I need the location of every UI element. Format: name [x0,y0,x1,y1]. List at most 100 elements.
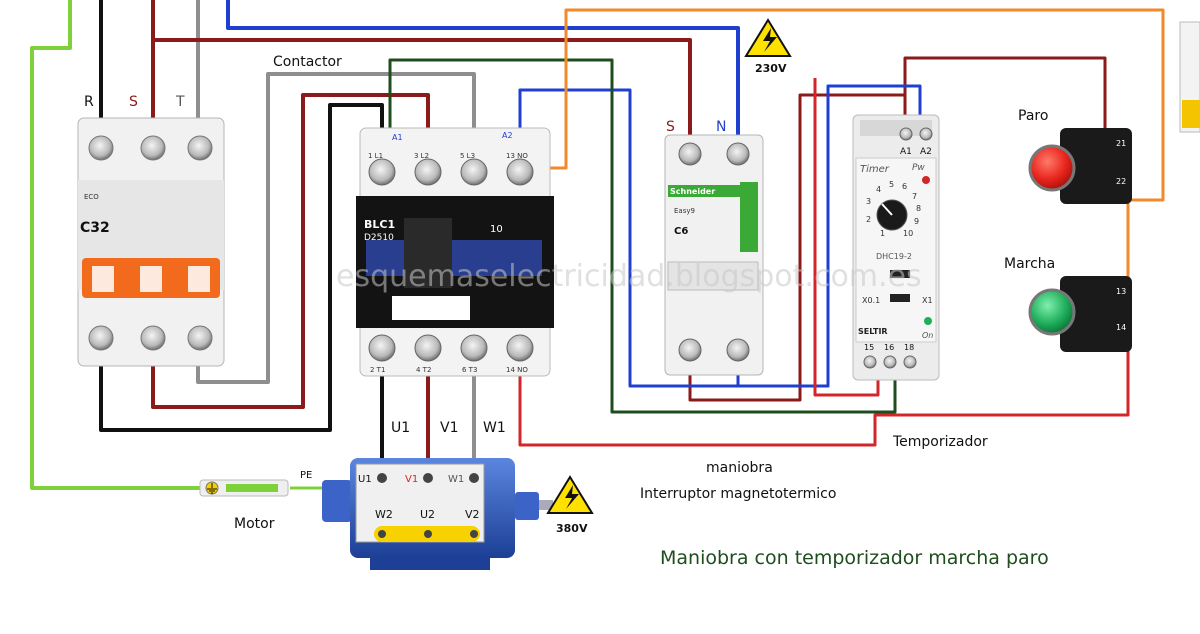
contactor-bottom-2: 4 T2 [416,366,431,374]
coil-a2-label: A2 [502,131,513,140]
breaker-3p-top-screws [88,135,213,161]
wire-n-feed [226,0,740,135]
breaker-2p-rating: C6 [674,226,688,237]
stop-term-21: 21 [1116,139,1126,148]
timer-dial-2: 2 [866,215,871,224]
contactor-bottom-screws [368,334,534,362]
wire-n-out [518,88,740,388]
contactor-model-1: BLC1 [364,218,395,231]
label-r: R [84,94,94,110]
timer-dial-10: 10 [903,229,913,238]
stop-label: Paro [1018,108,1048,124]
timer-range-switch[interactable] [890,294,910,302]
timer-dial-3: 3 [866,197,871,206]
motor-term-w2: W2 [375,508,393,521]
breaker-2p-brand: Schneider [670,187,715,196]
timer-dial-4: 4 [876,185,881,194]
contactor: BLC1 D2510 10 A1 A2 1 L1 3 L2 5 L3 13 NO… [356,127,554,377]
motor: U1 V1 W1 W2 U2 V2 [322,458,553,570]
wire-n-timer [738,84,922,388]
timer-x01: X0.1 [862,296,880,305]
label-interruptor: Interruptor magnetotermico [640,486,836,502]
breaker-3p-bottom-screws [88,325,213,351]
start-term-14: 14 [1116,323,1126,332]
timer-power-led [922,176,930,184]
breaker-3p-brand: ECO [84,193,99,201]
ground-bar [199,479,289,497]
timer-term-16: 16 [884,343,894,352]
corner-sign [1179,21,1200,133]
wire-14-no [518,325,1130,447]
breaker-3p: ECO C32 [77,117,225,367]
wire-r-out [99,103,384,432]
label-breaker-s: S [666,119,675,135]
pe-label: PE [300,470,312,481]
contactor-top-screws [368,158,534,186]
ground-icon [207,483,217,494]
timer-dial-8: 8 [916,204,921,213]
label-temporizador: Temporizador [892,434,988,450]
wire-s-to-stop [688,93,907,402]
timer: A1 A2 Timer Pw 1 2 3 4 5 6 7 8 9 10 DHC1… [852,114,940,381]
breaker-3p-rating: C32 [80,220,110,236]
contactor-bottom-1: 2 T1 [370,366,385,374]
coil-a1-label: A1 [392,133,403,142]
wire-t-out [196,72,476,384]
label-s: S [129,94,138,110]
lightning-icon [763,28,777,52]
start-term-13: 13 [1116,287,1126,296]
stop-button[interactable]: 21 22 [1028,128,1132,204]
motor-term-u1: U1 [358,474,372,485]
motor-label: Motor [234,516,275,532]
label-breaker-n: N [716,119,726,135]
timer-dial-1: 1 [880,229,885,238]
breaker-2p-series: Easy9 [674,207,695,215]
wire-pe [30,0,200,490]
caption: Maniobra con temporizador marcha paro [660,547,1049,569]
contactor-model-2: D2510 [364,233,394,243]
timer-term-18: 18 [904,343,914,352]
lightning-icon [565,485,579,509]
wire-stop-up [903,56,1107,135]
label-t: T [175,94,185,110]
lead-w1: W1 [483,420,506,436]
warning-380v: 380V [546,475,594,535]
timer-on: On [922,331,933,340]
motor-term-v2: V2 [465,508,480,521]
wire-s-out [151,93,430,409]
label-maniobra: maniobra [706,460,773,476]
wire-orange [520,8,1165,202]
motor-term-u2: U2 [420,508,435,521]
contactor-bottom-3: 6 T3 [462,366,477,374]
wires [30,0,1165,490]
timer-a1: A1 [900,147,912,157]
start-button[interactable]: 13 14 [1028,276,1132,352]
wire-s-control [153,38,692,135]
timer-brand: SELTIR [858,327,888,336]
timer-pw: Pw [912,163,925,173]
timer-dial-6: 6 [902,182,907,191]
voltage-380: 380V [556,522,588,535]
breaker-2p: Schneider Easy9 C6 [664,134,764,376]
contactor-title: Contactor [273,54,342,70]
stop-term-22: 22 [1116,177,1126,186]
contactor-bottom-4: 14 NO [506,366,528,374]
start-label: Marcha [1004,256,1055,272]
timer-x1: X1 [922,296,933,305]
lead-v1: V1 [440,420,458,436]
contactor-top-3: 5 L3 [460,152,475,160]
lead-u1: U1 [391,420,410,436]
contactor-aux: 10 [490,224,503,235]
timer-model: DHC19-2 [876,252,912,261]
contactor-top-1: 1 L1 [368,152,383,160]
timer-term-15: 15 [864,343,874,352]
timer-a2: A2 [920,147,932,157]
warning-230v: 230V [744,18,792,75]
motor-term-v1: V1 [405,474,418,485]
breaker-2p-handle[interactable] [667,261,759,291]
contactor-top-2: 3 L2 [414,152,429,160]
contactor-top-4: 13 NO [506,152,528,160]
timer-dial-5: 5 [889,180,894,189]
